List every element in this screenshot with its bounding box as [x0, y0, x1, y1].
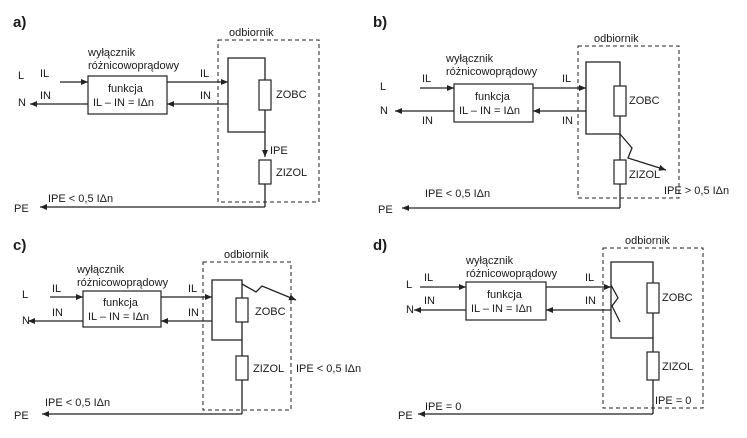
panel-b-in-right: IN [562, 115, 573, 127]
panel-b-z-izol [613, 159, 627, 185]
panel-c-il-right: IL [188, 283, 197, 295]
panel-a-switch-label-2: różnicowoprądowy [88, 60, 180, 72]
panel-c-label-n: N [22, 315, 30, 327]
panel-b-ipe-right: IPE > 0,5 IΔn [664, 185, 729, 197]
panel-d-il-right: IL [585, 272, 594, 284]
panel-a-z-obc-label: ZOBC [276, 89, 307, 101]
panel-b-label: b) [373, 14, 387, 31]
panel-c-label-pe: PE [14, 410, 29, 422]
panel-c-function-label: funkcja [103, 297, 139, 309]
panel-b-function-formula: IL – IN = IΔn [459, 105, 520, 117]
panel-a-in-left: IN [40, 90, 51, 102]
panel-c-function-formula: IL – IN = IΔn [88, 311, 149, 323]
panel-b-label-l: L [380, 81, 386, 93]
panel-c-label: c) [13, 237, 26, 254]
panel-c-in-right: IN [188, 307, 199, 319]
panel-c-z-obc [235, 297, 249, 323]
panel-a-label-pe: PE [14, 203, 29, 215]
panel-d-z-obc [646, 282, 660, 314]
panel-d: d) odbiornik wyłącznik różnicowoprądowy … [373, 235, 704, 422]
panel-d-function-formula: IL – IN = IΔn [471, 303, 532, 315]
panel-a-rcd-box [87, 75, 168, 115]
panel-d-rcd-box [465, 281, 547, 321]
panel-b-label-n: N [380, 105, 388, 117]
panel-d-fault-zigzag [610, 284, 621, 323]
panel-d-label-n: N [406, 304, 414, 316]
panel-c-switch-label-1: wyłącznik [76, 264, 125, 276]
panel-a-function-formula: IL – IN = IΔn [93, 97, 154, 109]
panel-b-il-left: IL [422, 73, 431, 85]
panel-b-switch-label-2: różnicowoprądowy [446, 66, 538, 78]
panel-a-ipe-bottom: IPE < 0,5 IΔn [48, 193, 113, 205]
panel-d-switch-label-1: wyłącznik [465, 255, 514, 267]
panel-d-il-left: IL [424, 272, 433, 284]
panel-c-z-izol [235, 355, 249, 381]
panel-d-in-right: IN [585, 295, 596, 307]
panel-b-ipe-bottom: IPE < 0,5 IΔn [425, 188, 490, 200]
panel-b-z-izol-label: ZIZOL [629, 169, 660, 181]
panel-b-label-pe: PE [378, 204, 393, 216]
panel-a-z-obc [258, 79, 272, 111]
panel-c-load-label: odbiornik [224, 249, 269, 261]
panel-c-load-boundary [202, 261, 292, 411]
panel-c-label-l: L [22, 289, 28, 301]
panel-d-switch-label-2: różnicowoprądowy [466, 268, 558, 280]
panel-d-z-izol [646, 351, 660, 381]
panel-d-ipe-bottom: IPE = 0 [425, 401, 461, 413]
panel-b-rcd-box [453, 83, 534, 123]
panel-c-switch-label-2: różnicowoprądowy [77, 277, 169, 289]
panel-d-ipe-inside: IPE = 0 [655, 395, 691, 407]
panel-c-rcd-box [82, 290, 162, 328]
panel-a-label-n: N [18, 97, 26, 109]
panel-d-in-left: IN [424, 295, 435, 307]
panel-c-fault-arrow [241, 283, 297, 301]
panel-d-label: d) [373, 237, 387, 254]
panel-a-il-right: IL [200, 68, 209, 80]
panel-c-ipe-right: IPE < 0,5 IΔn [296, 363, 361, 375]
panel-c-z-obc-label: ZOBC [255, 306, 286, 318]
panel-b-load-label: odbiornik [594, 33, 639, 45]
panel-a-load-label: odbiornik [229, 27, 274, 39]
panel-a-il-left: IL [40, 68, 49, 80]
panel-a-label: a) [13, 14, 26, 31]
panel-c-ipe-bottom: IPE < 0,5 IΔn [45, 397, 110, 409]
panel-b-z-obc-label: ZOBC [629, 95, 660, 107]
panel-a-load-boundary [217, 39, 320, 203]
panel-a-z-izol [258, 159, 272, 185]
panel-b-switch-label-1: wyłącznik [445, 53, 494, 65]
panel-c-in-left: IN [52, 307, 63, 319]
panel-b-load-boundary [577, 45, 680, 199]
panel-b-in-left: IN [422, 115, 433, 127]
panel-c-z-izol-label: ZIZOL [253, 363, 284, 375]
panel-a-function-label: funkcja [108, 83, 144, 95]
panel-a-in-right: IN [200, 90, 211, 102]
panel-b: b) odbiornik wyłącznik różnicowoprądowy … [373, 14, 729, 216]
panel-a-z-izol-label: ZIZOL [276, 167, 307, 179]
panel-b-il-right: IL [562, 73, 571, 85]
panel-b-function-label: funkcja [475, 91, 511, 103]
panel-d-label-l: L [406, 279, 412, 291]
panel-d-function-label: funkcja [487, 289, 523, 301]
panel-a: a) odbiornik wyłącznik różnicowoprądowy … [13, 14, 320, 215]
panel-d-z-obc-label: ZOBC [662, 292, 693, 304]
panel-b-z-obc [613, 85, 627, 117]
panel-d-label-pe: PE [398, 410, 413, 422]
panel-b-fault-arrow [619, 133, 667, 171]
panel-d-z-izol-label: ZIZOL [662, 361, 693, 373]
panel-c: c) odbiornik wyłącznik różnicowoprądowy … [13, 237, 361, 422]
panel-a-switch-label-1: wyłącznik [87, 47, 136, 59]
panel-a-label-l: L [18, 70, 24, 82]
panel-c-il-left: IL [52, 283, 61, 295]
panel-d-load-label: odbiornik [625, 235, 670, 247]
panel-a-ipe-label: IPE [270, 145, 288, 157]
